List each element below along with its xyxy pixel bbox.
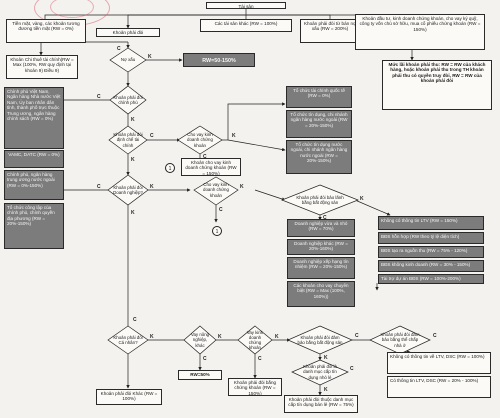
yes-label-1: C [117, 46, 121, 52]
re-no-ltv-box: Không có thông tin LTV (RW = 150%) [378, 216, 484, 230]
no-label-13: K [324, 387, 328, 393]
no-label-6: K [131, 210, 135, 216]
foreign-government-box: Chính phủ, ngân hàng trung ương nước ngo… [4, 170, 64, 200]
yes-label-8: C [133, 317, 137, 323]
result-agri-box: RW=50% [178, 370, 222, 380]
yes-label-5: C [97, 184, 101, 190]
decision-government [109, 85, 147, 115]
decision-securities-loan-label: Vay kinh doanh chứng khoán [246, 329, 264, 350]
no-label-11: K [275, 334, 279, 340]
no-label-8: K [360, 196, 364, 202]
decision-corporate-label: Khoản phải đòi Doanh nghiệp? [113, 184, 143, 195]
decision-guarantee [281, 184, 359, 216]
other-assets-box: Các tài sản khác (RW = 100%) [200, 19, 292, 32]
yes-label-7: C [323, 215, 327, 221]
decision-loan-securities-label: Cho vay kinh doanh chứng khoán [187, 132, 213, 148]
decision-securities-loan [237, 325, 273, 355]
connector-1-mid: 1 [212, 226, 222, 236]
decision-agri-label: Vay nông nghiệp, khác [190, 332, 210, 348]
result-loan-securities-box: Khoản cho vay kinh doanh chứng khoán (RW… [181, 158, 241, 176]
decision-mortgage-label: Khoản phải đòi đảm bảo bằng bất động sản [297, 334, 343, 345]
connector-1-top: 1 [165, 163, 175, 173]
corp-sme-box: Doanh nghiệp vừa và nhỏ (RW = 70%) [287, 219, 355, 237]
result-securities-box: Khoản phải đòi bằng chứng khoán (RW = 15… [228, 378, 282, 396]
fi-foreign-institution-box: Tổ chức tín dụng nước ngoài, chi nhánh n… [286, 140, 352, 174]
result-retail-list-box: Khoản phải đòi thuộc danh mục cấp tín dụ… [284, 395, 358, 413]
fi-international-box: Tổ chức tài chính quốc tế (RW = 0%) [286, 86, 352, 108]
corp-specialized-box: Các khoản cho vay chuyên biệt (RW = Max … [287, 281, 355, 307]
no-label-5: K [150, 184, 154, 190]
fi-credit-institution-box: Tổ chức tín dụng, chi nhánh ngân hàng nư… [286, 110, 352, 138]
decision-corporate [107, 174, 149, 206]
decision-consumer-label: Khoản phải đòi đảm bảo bằng thế chấp nhà… [380, 332, 420, 348]
decision-individual [107, 325, 149, 355]
government-vn-box: Chính phủ Việt Nam, Ngân hàng Nhà nước V… [4, 87, 64, 149]
decision-financial-institution [108, 125, 148, 155]
cash-box: Tiền mặt, vàng, các khoản tương đương ti… [6, 19, 86, 43]
no-label-1: K [148, 54, 152, 60]
decision-corporate-securities [193, 176, 239, 206]
decision-loan-securities [177, 125, 223, 155]
re-nonbusiness-box: BĐS không kinh doanh (RW = 30% - 150%) [378, 260, 484, 272]
yes-label-2: C [97, 94, 101, 100]
decision-diamonds [107, 47, 431, 386]
yes-label-3: C [150, 133, 154, 139]
no-label-2: K [131, 117, 135, 123]
decision-retail-list-label: Khoản phải đòi là danh mục cấp tín dụng … [303, 364, 337, 380]
mortgage-ltv-box: Có thông tin LTV, DSC (RW = 20% - 100%) [387, 376, 491, 398]
yes-label-13: C [433, 333, 437, 339]
decision-corporate-securities-label: Cho vay kinh doanh chứng khoán [203, 182, 229, 198]
decision-agri [183, 325, 217, 355]
re-mixed-box: BĐS hỗn hợp (RW theo tỷ lệ diện tích) [378, 232, 484, 244]
yes-label-11: C [355, 333, 359, 339]
yes-label-10: C [258, 356, 262, 362]
re-project-box: Tài trợ dự án BĐS (RW = 100%-200%) [378, 274, 484, 284]
yes-label-9: C [203, 356, 207, 362]
decision-foreign [109, 47, 147, 73]
decision-government-label: Khoản phải đòi chính phủ [113, 94, 143, 105]
bad-debt-sale-box: Khoản phải đòi từ bán nợ xấu (RW = 200%) [300, 19, 360, 43]
corp-rated-box: Doanh nghiệp xếp hạng tín nhiệm (RW = 20… [287, 257, 355, 279]
result-foreign-box: RW=50-150% [183, 53, 255, 67]
decision-foreign-label: Nợ xấu [120, 57, 136, 63]
corp-other-box: Doanh nghiệp khác (RW = 20%-160%) [287, 239, 355, 255]
vamc-datc-box: VAMC, DATC (RW = 0%) [4, 150, 64, 168]
public-entity-box: Tổ chức công lập của chính phủ, chính qu… [4, 203, 64, 249]
receivables-rule-box: Mức lãi khoản phải thu: RW = RW của khác… [382, 60, 492, 110]
yes-label-6: C [219, 207, 223, 213]
decision-individual-label: Khoản phải đòi Cá nhân? [113, 334, 143, 345]
finance-lease-box: Khoản Chi thuê tài chính(RW = Max (100%,… [6, 55, 78, 79]
no-label-9: K [150, 334, 154, 340]
no-label-12: K [324, 355, 328, 361]
investment-box: Khoản đầu tư, kinh doanh chứng khoán, ch… [355, 14, 485, 50]
red-seal-stamp-inner [50, 0, 94, 18]
yes-label-12: C [350, 366, 354, 372]
decision-retail-list [291, 359, 349, 386]
decision-financial-institution-label: Khoản phải đòi định chế tài chính [113, 132, 143, 148]
yes-label-4: C [203, 154, 207, 160]
mortgage-no-ltv-box: Không có thông tin về LTV, DSC (RW = 100… [387, 352, 491, 374]
no-label-3: K [131, 157, 135, 163]
decision-guarantee-label: Khoản phải đòi bảo lãnh bằng bất động sả… [296, 194, 344, 205]
decision-mortgage [287, 325, 353, 355]
no-label-4: K [232, 133, 236, 139]
no-label-7: K [240, 184, 244, 190]
re-income-box: BĐS tạo ra nguồn thu (RW = 75% - 120%) [378, 246, 484, 258]
root-assets-box: Tài sản [206, 2, 286, 9]
no-label-10: K [218, 334, 222, 340]
claims-box: Khoản phải đòi [96, 28, 160, 37]
result-individual-other-box: Khoản phải đòi Khác (RW = 100%) [96, 389, 162, 405]
